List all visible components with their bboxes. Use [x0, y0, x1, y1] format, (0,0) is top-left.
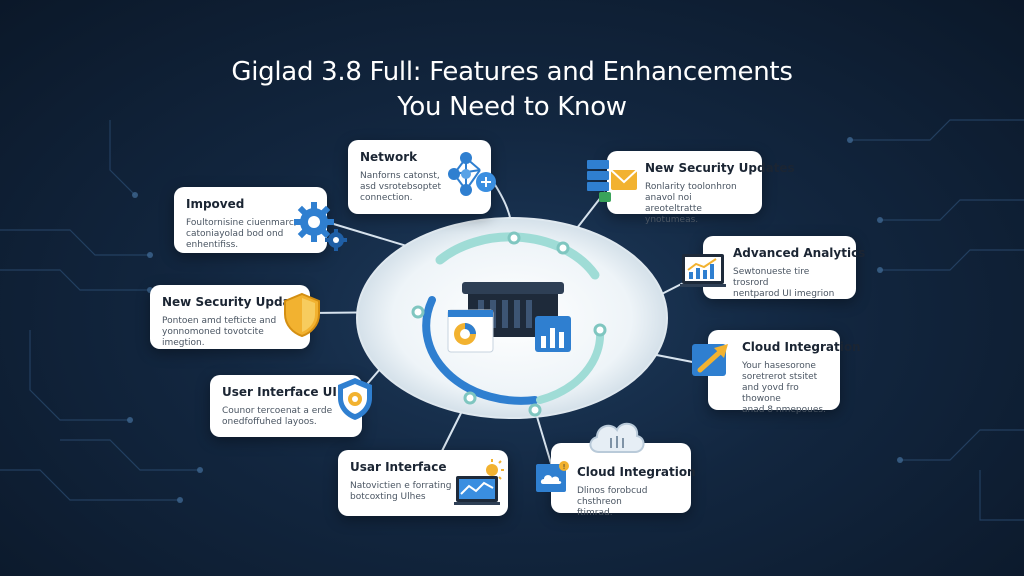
cloud-window-icon: ! [536, 461, 569, 492]
feature-card-advanced-analytics: Advanced Analytics Sewtonueste tire tros… [703, 236, 866, 299]
card-title: Cloud Integration [577, 465, 696, 479]
card-description: Counor tercoenat a erde onedfoffuhed lay… [222, 406, 333, 427]
card-title: Impoved [186, 197, 245, 211]
feature-card-security-right: New Security Updates Ronlarity toolonhro… [607, 151, 795, 225]
launch-arrow-icon [692, 344, 728, 376]
card-description: Dlinos forobcud chsthreon ftimrad. [577, 486, 648, 518]
feature-card-cloud-integration-bottom: Cloud Integration Dlinos forobcud chsthr… [551, 443, 696, 518]
card-title: User Interface UI [222, 385, 337, 399]
feature-card-user-interface-ui: User Interface UI Counor tercoenat a erd… [210, 375, 362, 437]
analytics-monitor-icon [680, 254, 726, 287]
card-description: Your hasesorone soretrerot stsitet and y… [742, 361, 826, 415]
title-line-2: You Need to Know [397, 92, 627, 123]
card-title: Advanced Analytics [733, 246, 866, 260]
network-nodes-icon [448, 152, 496, 196]
feature-card-security-left: New Security Updates Pontoen amd teftict… [150, 285, 312, 349]
shield-badge-icon [338, 378, 372, 420]
card-title: Usar Interface [350, 460, 447, 474]
card-description: Sewtonueste tire trosrord nentparod UI i… [733, 267, 835, 299]
monitor-chart-icon [454, 459, 504, 505]
page-title: Giglad 3.8 Full: Features and Enhancemen… [0, 55, 1024, 125]
card-description: Ronlarity toolonhron anavol noi areotelt… [645, 182, 737, 225]
shield-icon [284, 292, 320, 338]
card-title: New Security Updates [162, 295, 312, 309]
card-description: Foultornisine ciuenmarc, catoniayolad bo… [186, 218, 297, 250]
gear-icon [294, 202, 347, 251]
card-title: Cloud Integration [742, 340, 861, 354]
card-title: New Security Updates [645, 161, 795, 175]
card-title: Network [360, 150, 418, 164]
feature-card-cloud-integration-right: Cloud Integration Your hasesorone soretr… [708, 330, 861, 415]
title-line-1: Giglad 3.8 Full: Features and Enhancemen… [231, 57, 793, 88]
card-description: Pontoen amd tefticte and yonnomoned tovo… [162, 316, 277, 348]
card-description: Nanforns catonst, asd vsrotebsoptet conn… [360, 171, 442, 203]
card-description: Natovictien e forrating botcoxting Ulhes [350, 481, 452, 502]
server-mail-icon [587, 160, 638, 202]
cloud-icon [589, 422, 645, 453]
svg-text:!: ! [563, 463, 566, 471]
